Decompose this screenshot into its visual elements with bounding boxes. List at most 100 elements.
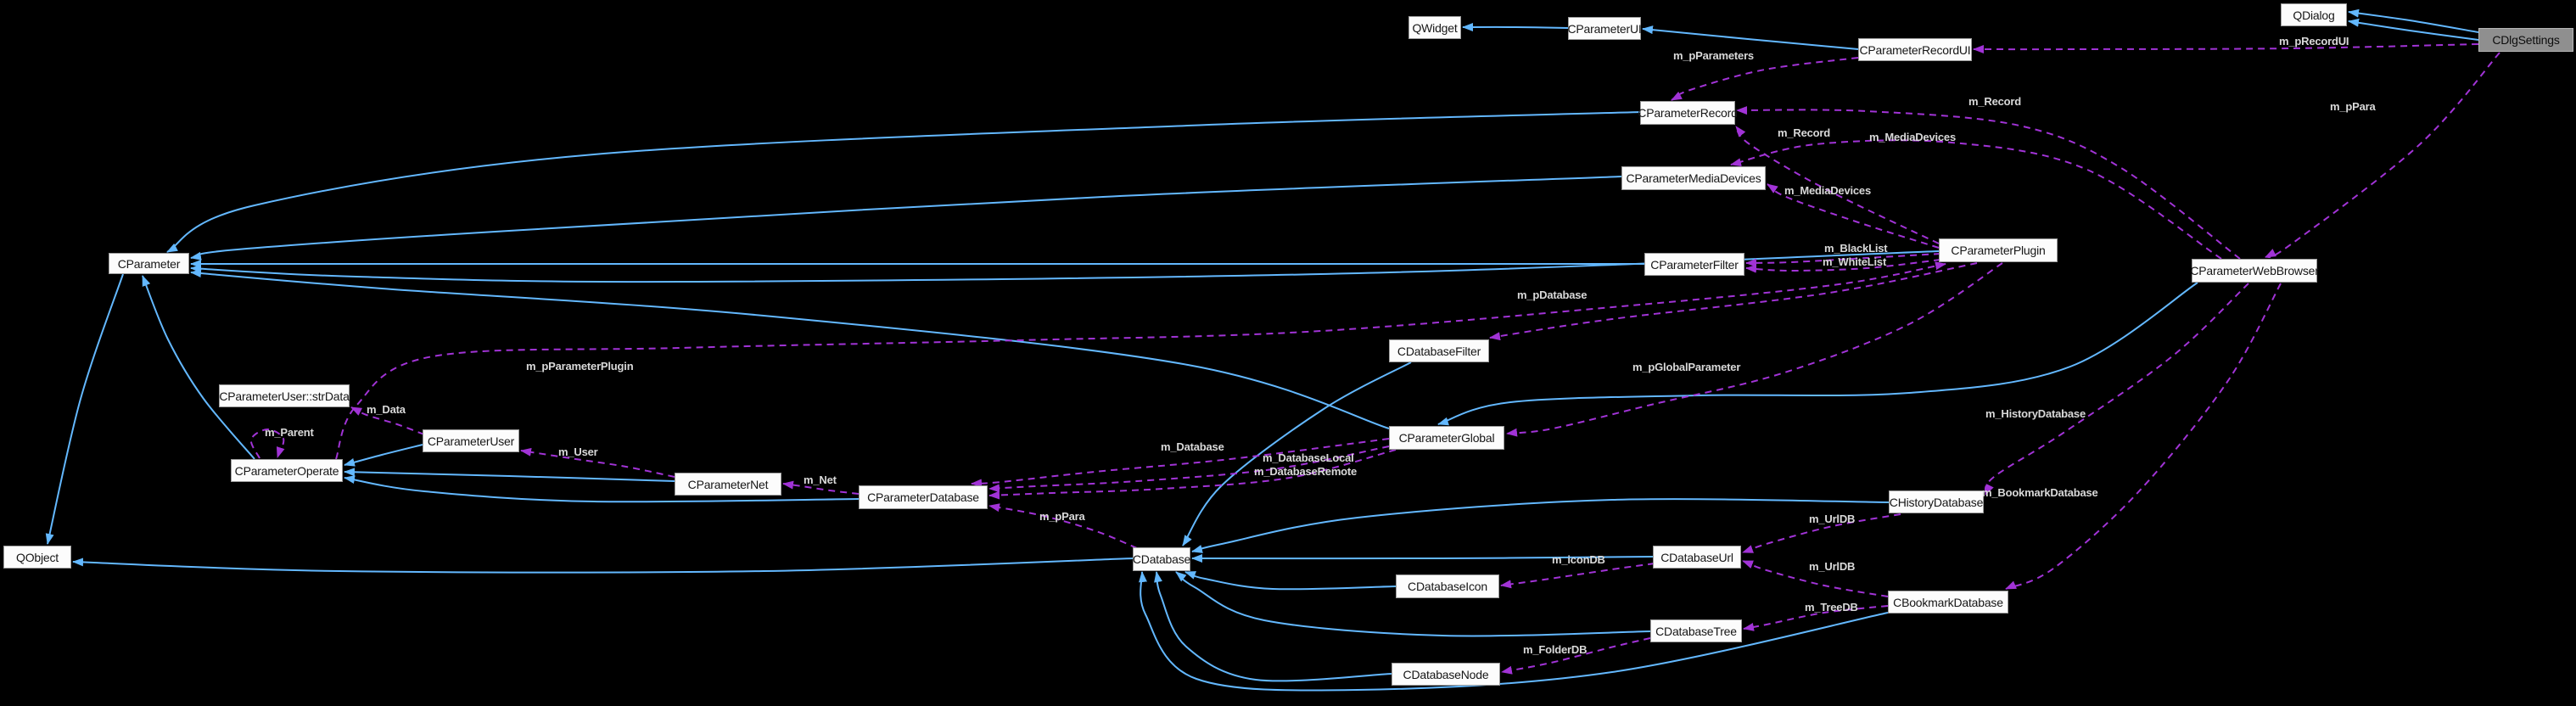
edge-label-m_Data: m_Data xyxy=(367,403,406,416)
node-CParameterOperate[interactable]: CParameterOperate xyxy=(231,459,343,482)
node-CHistoryDatabase[interactable]: CHistoryDatabase xyxy=(1889,490,1984,513)
node-CParameterMediaDevices[interactable]: CParameterMediaDevices xyxy=(1621,166,1766,190)
node-CDatabaseNode[interactable]: CDatabaseNode xyxy=(1392,663,1500,686)
edge-label-m_UrlDB: m_UrlDB xyxy=(1809,513,1856,525)
edge-CDatabaseNode-CDatabase xyxy=(1154,571,1392,682)
edge-label-m_MediaDevices: m_MediaDevices xyxy=(1869,131,1956,143)
edge-label-m_WhiteList: m_WhiteList xyxy=(1823,255,1887,268)
edge-CParameterDatabase-CParameterNet-m_Net xyxy=(782,480,860,495)
edge-CParameterWebBrowser-CHistoryDatabase-m_HistoryDatabase xyxy=(1984,283,2249,496)
edge-CParameterWebBrowser-CParameterMediaDevices-m_MediaDevices xyxy=(1730,139,2222,260)
edge-label-m_FolderDB: m_FolderDB xyxy=(1523,643,1588,656)
edge-CDatabaseTree-CDatabase xyxy=(1175,571,1651,637)
edge-CDatabaseUrl-CDatabase xyxy=(1191,554,1654,563)
edge-CParameterWebBrowser-CBookmarkDatabase-m_BookmarkDatabase xyxy=(2005,283,2282,590)
edge-CDatabaseFilter-CDatabase xyxy=(1182,361,1412,546)
edge-label-m_pGlobalParameter: m_pGlobalParameter xyxy=(1632,361,1741,373)
edge-label-m_pDatabase: m_pDatabase xyxy=(1517,289,1588,301)
edge-CDlgSettings-QDialog xyxy=(2348,8,2479,33)
edge-CParameterOperate-CParameterPlugin-m_pParameterPlugin xyxy=(335,261,1946,460)
node-CParameterFilter[interactable]: CParameterFilter xyxy=(1644,253,1744,276)
edge-label-m_pRecordUI: m_pRecordUI xyxy=(2279,35,2349,48)
edge-label-m_pParameters: m_pParameters xyxy=(1673,49,1754,62)
node-CParameterUI[interactable]: CParameterUI xyxy=(1567,17,1642,40)
edge-label-m_BlackList: m_BlackList xyxy=(1824,242,1888,255)
node-CParameterDatabase[interactable]: CParameterDatabase xyxy=(859,485,988,509)
edge-label-m_Record: m_Record xyxy=(1968,95,2021,108)
edge-label-m_HistoryDatabase: m_HistoryDatabase xyxy=(1985,407,2086,420)
edge-label-m_DatabaseRemote: m_DatabaseRemote xyxy=(1254,465,1358,478)
node-QDialog[interactable]: QDialog xyxy=(2281,3,2347,26)
edge-CParameterMediaDevices-CParameter xyxy=(190,176,1622,261)
edge-label-m_BookmarkDatabase: m_BookmarkDatabase xyxy=(1982,486,2098,499)
edge-CParameterGlobal-CParameterDatabase-m_DatabaseLocal xyxy=(988,445,1390,493)
node-CParameterRecord[interactable]: CParameterRecord xyxy=(1638,101,1738,125)
edge-CParameterRecord-CParameter xyxy=(166,111,1641,253)
edge-CDlgSettings-QDialog xyxy=(2348,18,2479,41)
edge-CParameterOperate-CParameter xyxy=(142,275,255,460)
edge-label-m_pPara: m_pPara xyxy=(2330,100,2376,113)
node-CDatabase[interactable]: CDatabase xyxy=(1133,547,1190,571)
edge-label-m_pParameterPlugin: m_pParameterPlugin xyxy=(526,360,634,373)
edge-CBookmarkDatabase-CDatabaseTree-m_TreeDB xyxy=(1743,605,1889,631)
node-QObject[interactable]: QObject xyxy=(3,546,71,569)
edge-CParameterDatabase-CParameterOperate xyxy=(344,475,860,503)
edge-CBookmarkDatabase-CDatabaseUrl-m_UrlDB xyxy=(1742,560,1889,597)
edge-label-m_Record: m_Record xyxy=(1778,126,1830,139)
node-CDatabaseFilter[interactable]: CDatabaseFilter xyxy=(1389,339,1489,362)
edge-CHistoryDatabase-CDatabase xyxy=(1191,498,1890,553)
edge-label-m_Database: m_Database xyxy=(1161,440,1224,453)
edge-CParameterGlobal-CParameter xyxy=(190,269,1390,429)
node-strData[interactable]: CParameterUser::strData xyxy=(219,384,350,407)
node-CBookmarkDatabase[interactable]: CBookmarkDatabase xyxy=(1888,591,2008,614)
node-CParameterWebBrowser[interactable]: CParameterWebBrowser xyxy=(2190,259,2319,283)
edge-CDlgSettings-CParameterRecordUI-m_pRecordUI xyxy=(1973,43,2479,54)
edge-CDatabase-QObject xyxy=(72,558,1134,574)
edge-CParameterGlobal-CParameterDatabase-m_DatabaseRemote xyxy=(988,449,1397,500)
edge-CParameterWebBrowser-CParameterGlobal xyxy=(1437,282,2198,426)
node-CParameterRecordUI[interactable]: CParameterRecordUI xyxy=(1858,38,1972,61)
edge-CParameterPlugin-CParameterRecord-m_Record xyxy=(1735,126,1940,244)
edge-CParameterUser-CParameterOperate xyxy=(344,444,423,467)
node-CParameter[interactable]: CParameter xyxy=(109,253,189,274)
node-QWidget[interactable]: QWidget xyxy=(1408,16,1461,39)
edge-label-m_User: m_User xyxy=(558,445,598,458)
edge-label-m_DatabaseLocal: m_DatabaseLocal xyxy=(1263,451,1354,464)
node-CDatabaseUrl[interactable]: CDatabaseUrl xyxy=(1653,546,1741,569)
edge-label-m_iconDB: m_iconDB xyxy=(1552,553,1605,566)
edge-CParameterPlugin-CParameterGlobal-m_pGlobalParameter xyxy=(1506,262,2003,437)
edge-CParameterUser-strData-m_Data xyxy=(350,406,425,435)
edge-label-m_Net: m_Net xyxy=(804,473,837,486)
edge-CParameterWebBrowser-CParameterRecord-m_Record xyxy=(1736,106,2241,260)
edge-label-m_Parent: m_Parent xyxy=(265,426,314,439)
edge-CParameterPlugin-CParameterFilter-m_BlackList xyxy=(1745,253,1941,267)
node-CDatabaseIcon[interactable]: CDatabaseIcon xyxy=(1396,574,1499,598)
edge-CParameterRecordUI-CParameterRecord-m_pParameters xyxy=(1671,57,1859,101)
node-CParameterGlobal[interactable]: CParameterGlobal xyxy=(1389,426,1504,450)
edge-CBookmarkDatabase-CDatabase xyxy=(1139,571,1889,692)
edge-CParameter-QObject xyxy=(45,273,124,545)
node-CDlgSettings[interactable]: CDlgSettings xyxy=(2478,28,2573,52)
edge-label-m_pPara: m_pPara xyxy=(1039,510,1085,523)
edge-CParameterGlobal-CParameterDatabase-m_Database xyxy=(971,438,1390,488)
node-CParameterUser[interactable]: CParameterUser xyxy=(423,429,519,452)
edge-CParameterNet-CParameterUser-m_User xyxy=(520,447,675,478)
edge-CParameterPlugin-CParameterFilter-m_WhiteList xyxy=(1745,259,1941,273)
edge-CDatabaseTree-CDatabaseNode-m_FolderDB xyxy=(1501,637,1651,675)
edge-CHistoryDatabase-CDatabaseUrl-m_UrlDB xyxy=(1742,513,1901,553)
edge-CParameterNet-CParameterOperate xyxy=(344,468,675,482)
edge-CDlgSettings-CParameterWebBrowser-m_pPara xyxy=(2265,52,2500,259)
edge-label-m_TreeDB: m_TreeDB xyxy=(1805,601,1858,614)
edge-CParameterRecordUI-CParameterUI xyxy=(1642,25,1859,50)
node-CParameterNet[interactable]: CParameterNet xyxy=(675,473,781,496)
node-CDatabaseTree[interactable]: CDatabaseTree xyxy=(1650,619,1742,642)
node-CParameterPlugin[interactable]: CParameterPlugin xyxy=(1939,238,2058,262)
edge-CDatabaseIcon-CDatabase xyxy=(1184,571,1397,591)
edge-CDatabase-CParameterDatabase-m_pPara xyxy=(988,503,1138,549)
edge-label-m_UrlDB: m_UrlDB xyxy=(1809,560,1856,573)
edge-CDatabaseUrl-CDatabaseIcon-m_iconDB xyxy=(1500,563,1655,589)
edge-CParameterOperate-CParameterOperate-m_Parent xyxy=(249,428,285,459)
edge-CParameterUI-QWidget xyxy=(1462,22,1569,31)
